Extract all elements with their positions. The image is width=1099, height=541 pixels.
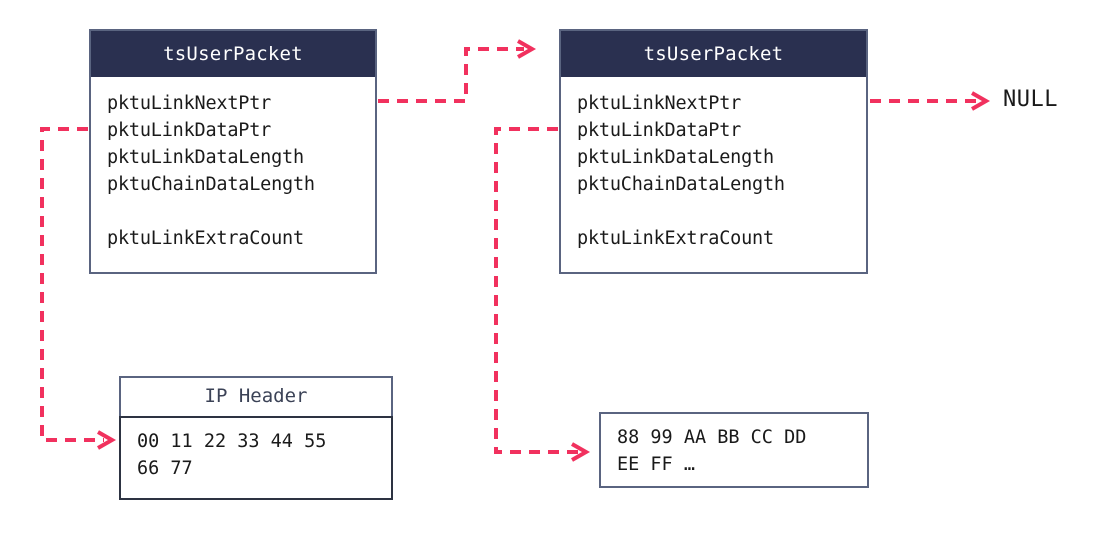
- arrow-next-ptr-2: [870, 91, 991, 111]
- packet-1-fields: pktuLinkNextPtr pktuLinkDataPtr pktuLink…: [91, 77, 375, 262]
- hex-line: 88 99 AA BB CC DD: [617, 427, 807, 448]
- buffer-payload-data: 88 99 AA BB CC DD EE FF …: [599, 412, 869, 488]
- arrow-next-ptr-1: [378, 39, 537, 103]
- null-terminator-label: NULL: [1003, 87, 1058, 112]
- field-pktuchaindatalength: pktuChainDataLength: [107, 174, 315, 195]
- buffer-ip-header-payload: 00 11 22 33 44 55 66 77: [119, 416, 393, 500]
- field-pktulinknextptr: pktuLinkNextPtr: [577, 93, 742, 114]
- hex-line: EE FF …: [617, 454, 695, 475]
- hex-line: 00 11 22 33 44 55: [137, 431, 327, 452]
- hex-line: 66 77: [137, 458, 193, 479]
- packet-struct-1: tsUserPacket pktuLinkNextPtr pktuLinkDat…: [89, 29, 377, 274]
- packet-2-title: tsUserPacket: [561, 31, 866, 77]
- field-pktulinkdatalength: pktuLinkDataLength: [577, 147, 774, 168]
- field-pktulinknextptr: pktuLinkNextPtr: [107, 93, 272, 114]
- packet-struct-2: tsUserPacket pktuLinkNextPtr pktuLinkDat…: [559, 29, 868, 274]
- buffer-payload-data-payload: 88 99 AA BB CC DD EE FF …: [599, 412, 869, 488]
- field-pktulinkdatalength: pktuLinkDataLength: [107, 147, 304, 168]
- buffer-ip-header-title: IP Header: [119, 376, 393, 416]
- field-pktuchaindatalength: pktuChainDataLength: [577, 174, 785, 195]
- packet-2-fields: pktuLinkNextPtr pktuLinkDataPtr pktuLink…: [561, 77, 866, 262]
- field-pktulinkdataptr: pktuLinkDataPtr: [107, 120, 272, 141]
- buffer-ip-header: IP Header 00 11 22 33 44 55 66 77: [119, 376, 393, 500]
- field-pktulinkextracount: pktuLinkExtraCount: [107, 228, 304, 249]
- packet-1-title: tsUserPacket: [91, 31, 375, 77]
- field-pktulinkextracount: pktuLinkExtraCount: [577, 228, 774, 249]
- field-pktulinkdataptr: pktuLinkDataPtr: [577, 120, 742, 141]
